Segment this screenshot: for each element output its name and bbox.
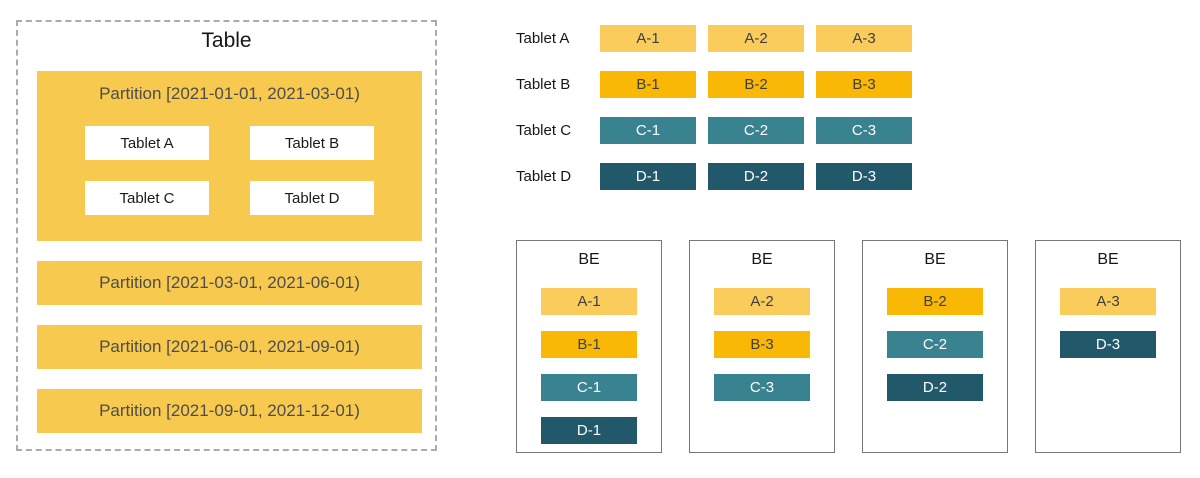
tablet-row-label: Tablet A: [516, 30, 570, 47]
tablet-grid: Tablet A Tablet B Tablet C Tablet D: [37, 126, 422, 215]
tablet-row-label: Tablet B: [516, 76, 571, 93]
be-node-title: BE: [751, 251, 773, 268]
replica-chip: D-3: [816, 163, 912, 190]
replica-chip: B-2: [708, 71, 804, 98]
replica-chip: B-2: [887, 288, 983, 315]
replica-chip: C-2: [887, 331, 983, 358]
replica-chip: A-2: [708, 25, 804, 52]
partition-label: Partition [2021-09-01, 2021-12-01): [99, 401, 360, 420]
replica-chip: C-2: [708, 117, 804, 144]
replica-chip: D-3: [1060, 331, 1156, 358]
table-title: Table: [201, 29, 252, 52]
tablet-box: Tablet B: [250, 126, 374, 160]
replica-chip: A-3: [1060, 288, 1156, 315]
tablet-row-label: Tablet C: [516, 122, 572, 139]
replica-chip: D-2: [708, 163, 804, 190]
replica-chip: D-1: [600, 163, 696, 190]
partition-bar: Partition [2021-03-01, 2021-06-01): [37, 261, 422, 305]
partition-label: Partition [2021-03-01, 2021-06-01): [99, 273, 360, 292]
partition-bar: Partition [2021-09-01, 2021-12-01): [37, 389, 422, 433]
tablet-row: Tablet D D-1 D-2 D-3: [516, 163, 924, 190]
replica-chip: B-3: [714, 331, 810, 358]
be-node-title: BE: [578, 251, 600, 268]
replica-chip: C-1: [541, 374, 637, 401]
table-panel: Table Partition [2021-01-01, 2021-03-01)…: [16, 20, 437, 451]
tablet-box: Tablet A: [85, 126, 209, 160]
tablet-row: Tablet A A-1 A-2 A-3: [516, 25, 924, 52]
replica-chip: A-1: [541, 288, 637, 315]
replica-chip: D-1: [541, 417, 637, 444]
be-node-title: BE: [1097, 251, 1119, 268]
be-node-title: BE: [924, 251, 946, 268]
replica-chip: C-1: [600, 117, 696, 144]
replica-chip: A-1: [600, 25, 696, 52]
tablet-box: Tablet C: [85, 181, 209, 215]
replica-chip: B-3: [816, 71, 912, 98]
replica-chip: B-1: [541, 331, 637, 358]
tablet-row-label: Tablet D: [516, 168, 572, 185]
replica-chip: C-3: [714, 374, 810, 401]
tablet-row: Tablet B B-1 B-2 B-3: [516, 71, 924, 98]
tablet-row: Tablet C C-1 C-2 C-3: [516, 117, 924, 144]
replica-chip: C-3: [816, 117, 912, 144]
partition-block-expanded: Partition [2021-01-01, 2021-03-01) Table…: [37, 71, 422, 241]
partition-label: Partition [2021-06-01, 2021-09-01): [99, 337, 360, 356]
replica-chip: A-2: [714, 288, 810, 315]
partition-bar: Partition [2021-06-01, 2021-09-01): [37, 325, 422, 369]
replica-chip: D-2: [887, 374, 983, 401]
replica-chip: B-1: [600, 71, 696, 98]
tablet-box: Tablet D: [250, 181, 374, 215]
partition-label: Partition [2021-01-01, 2021-03-01): [99, 84, 360, 103]
replica-chip: A-3: [816, 25, 912, 52]
